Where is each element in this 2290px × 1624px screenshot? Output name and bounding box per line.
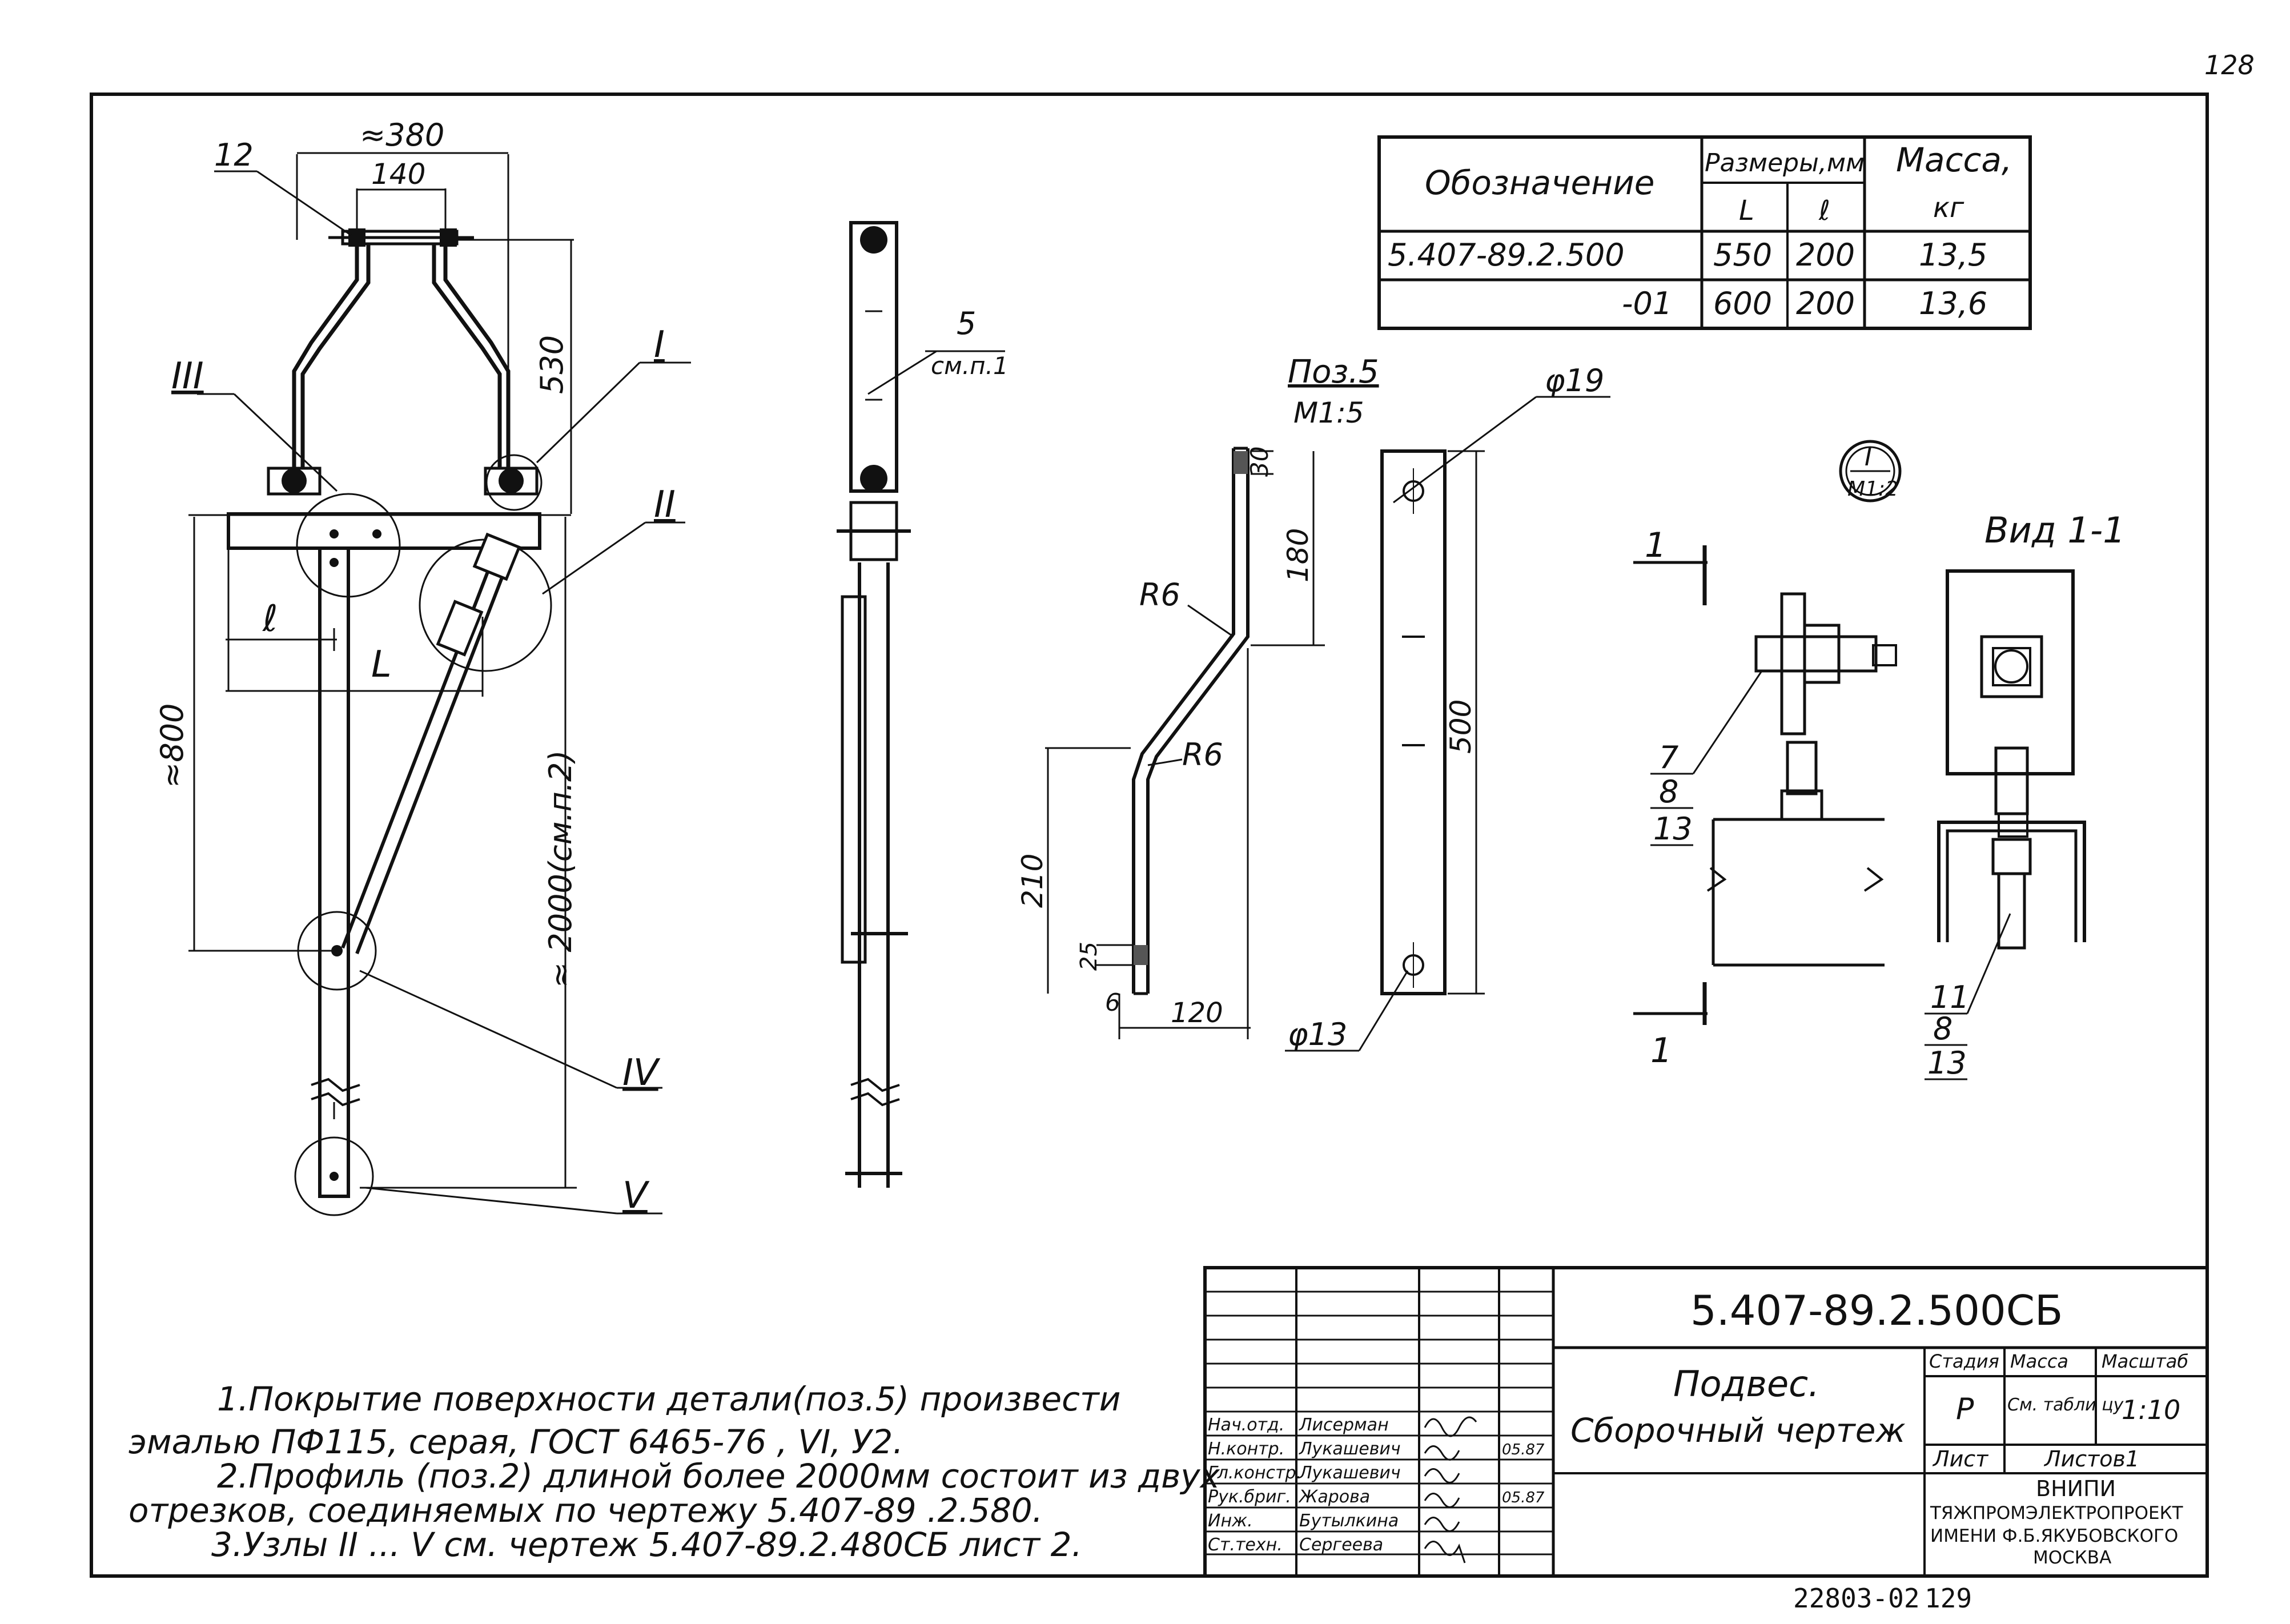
sheet-label: Лист bbox=[1932, 1446, 1989, 1472]
doc-name-line2: Сборочный чертеж bbox=[1570, 1411, 1906, 1450]
stage-value: Р bbox=[1956, 1392, 1974, 1426]
spec-row2-L: 600 bbox=[1713, 286, 1772, 321]
view-1-1-title: Вид 1-1 bbox=[1984, 509, 2126, 551]
callout-8b: 8 bbox=[1933, 1011, 1952, 1047]
dim-210: 210 bbox=[1016, 854, 1049, 908]
section-1-bottom: 1 bbox=[1650, 1031, 1672, 1071]
name-1: Лисерман bbox=[1299, 1415, 1389, 1435]
dim-380: ≈380 bbox=[360, 117, 444, 153]
callout-5-note: см.п.1 bbox=[931, 352, 1009, 380]
node-label-III: III bbox=[171, 355, 204, 397]
dim-800: ≈800 bbox=[154, 704, 190, 788]
scale-value: 1:10 bbox=[2122, 1394, 2180, 1425]
doc-code: 5.407-89.2.500СБ bbox=[1690, 1287, 2063, 1334]
node-label-V: V bbox=[622, 1175, 650, 1217]
role-6: Ст.техн. bbox=[1208, 1535, 1283, 1555]
spec-header-L: L bbox=[1739, 195, 1754, 227]
dim-500: 500 bbox=[1444, 700, 1477, 754]
node-label-I: I bbox=[654, 324, 665, 366]
node-label-II: II bbox=[654, 484, 676, 526]
bottom-code: 22803-02 bbox=[1793, 1583, 1920, 1614]
callout-5: 5 bbox=[957, 305, 976, 341]
name-4: Жарова bbox=[1298, 1487, 1370, 1507]
page-number: 128 bbox=[2204, 50, 2255, 81]
role-4: Рук.бриг. bbox=[1208, 1487, 1291, 1507]
dim-30: 30 bbox=[1246, 447, 1273, 477]
role-1: Нач.отд. bbox=[1208, 1415, 1284, 1435]
side-view: 5 см.п.1 bbox=[837, 221, 1009, 1188]
dim-25: 25 bbox=[1076, 942, 1102, 971]
note-line-5: 3.Узлы II ... V см. чертеж 5.407-89.2.48… bbox=[211, 1525, 1082, 1564]
spec-row1-mass: 13,5 bbox=[1919, 237, 1987, 273]
dim-530: 530 bbox=[534, 335, 570, 394]
spec-header-sizes: Размеры,мм bbox=[1705, 148, 1865, 178]
general-notes: 1.Покрытие поверхности детали(поз.5) про… bbox=[128, 1380, 1220, 1564]
spec-row1-l: 200 bbox=[1796, 237, 1855, 273]
poz5-scale: М1:5 bbox=[1293, 396, 1364, 429]
org-line-1: ВНИПИ bbox=[2036, 1476, 2116, 1501]
callout-11: 11 bbox=[1930, 979, 1970, 1015]
note-line-3: 2.Профиль (поз.2) длиной более 2000мм со… bbox=[217, 1457, 1220, 1496]
note-line-4: отрезков, соединяемых по чертежу 5.407-8… bbox=[128, 1491, 1043, 1530]
sheet-frame bbox=[90, 93, 2209, 1578]
mass-value: См. табли цу bbox=[2007, 1395, 2124, 1415]
spec-row2-designation: -01 bbox=[1622, 286, 1672, 321]
r6-bottom-label: R6 bbox=[1182, 737, 1223, 773]
spec-header-mass: Масса, bbox=[1896, 140, 2012, 179]
callout-8a: 8 bbox=[1659, 774, 1678, 810]
callout-12: 12 bbox=[214, 137, 254, 173]
scale-label: Масштаб bbox=[2102, 1350, 2188, 1372]
node-I-detail: I М1:2 1 1 7 8 13 Вид 1-1 bbox=[1633, 440, 2126, 1081]
name-5: Бутылкина bbox=[1299, 1511, 1399, 1531]
callout-13a: 13 bbox=[1653, 811, 1693, 847]
note-line-2: эмалью ПФ115, серая, ГОСТ 6465-76 , VI, … bbox=[128, 1422, 903, 1461]
dim-120: 120 bbox=[1171, 997, 1223, 1029]
dim-2000: ≈ 2000(см.п.2) bbox=[543, 750, 578, 988]
node-I-label: I bbox=[1865, 443, 1872, 472]
spec-row1-L: 550 bbox=[1713, 237, 1772, 273]
spec-row1-designation: 5.407-89.2.500 bbox=[1388, 237, 1625, 273]
section-1-top: 1 bbox=[1645, 525, 1666, 565]
dim-6: 6 bbox=[1105, 988, 1120, 1016]
node-label-IV: IV bbox=[622, 1052, 661, 1094]
node-I-scale: М1:2 bbox=[1847, 477, 1898, 501]
name-6: Сергеева bbox=[1299, 1535, 1383, 1555]
dim-label-l: ℓ bbox=[262, 598, 278, 640]
date-2: 05.87 bbox=[1502, 1441, 1545, 1458]
date-4: 05.87 bbox=[1502, 1489, 1545, 1506]
poz5-title: Поз.5 bbox=[1288, 353, 1379, 391]
callout-13b: 13 bbox=[1927, 1045, 1967, 1081]
dim-label-L: L bbox=[371, 644, 392, 686]
r6-top-label: R6 bbox=[1139, 577, 1180, 613]
detail-poz5: Поз.5 М1:5 30 180 R6 R6 210 25 6 120 bbox=[1016, 353, 1610, 1052]
spec-header-l: ℓ bbox=[1818, 195, 1830, 227]
main-assembly-view: ≈380 140 12 530 III I bbox=[154, 117, 691, 1217]
doc-name-line1: Подвес. bbox=[1673, 1363, 1819, 1405]
phi13-label: φ13 bbox=[1288, 1016, 1347, 1052]
dim-140: 140 bbox=[371, 158, 425, 191]
org-line-3: ИМЕНИ Ф.Б.ЯКУБОВСКОГО bbox=[1930, 1526, 2178, 1546]
spec-row2-mass: 13,6 bbox=[1919, 286, 1987, 321]
note-line-1: 1.Покрытие поверхности детали(поз.5) про… bbox=[217, 1380, 1120, 1418]
org-line-4: МОСКВА bbox=[2033, 1547, 2111, 1568]
role-5: Инж. bbox=[1208, 1511, 1253, 1531]
role-2: Н.контр. bbox=[1208, 1439, 1284, 1459]
title-block: Нач.отд. Лисерман Н.контр. Лукашевич 05.… bbox=[1203, 1266, 2209, 1578]
stage-label: Стадия bbox=[1929, 1350, 1999, 1372]
name-2: Лукашевич bbox=[1299, 1439, 1401, 1459]
callout-7: 7 bbox=[1659, 739, 1678, 775]
spec-row2-l: 200 bbox=[1796, 286, 1855, 321]
spec-table: Обозначение Размеры,мм L ℓ Масса, кг 5.4… bbox=[1377, 135, 2032, 330]
spec-header-designation: Обозначение bbox=[1425, 163, 1654, 202]
sheets-label: Листов1 bbox=[2043, 1446, 2139, 1472]
dim-180: 180 bbox=[1281, 528, 1315, 582]
org-line-2: ТЯЖПРОМЭЛЕКТРОПРОЕКТ bbox=[1930, 1503, 2184, 1523]
name-3: Лукашевич bbox=[1299, 1463, 1401, 1483]
phi19-label: φ19 bbox=[1545, 363, 1604, 399]
spec-header-mass-unit: кг bbox=[1933, 192, 1964, 224]
bottom-page: 129 bbox=[1925, 1583, 1972, 1614]
role-3: Гл.констр. bbox=[1208, 1463, 1301, 1483]
mass-label: Масса bbox=[2010, 1350, 2068, 1372]
